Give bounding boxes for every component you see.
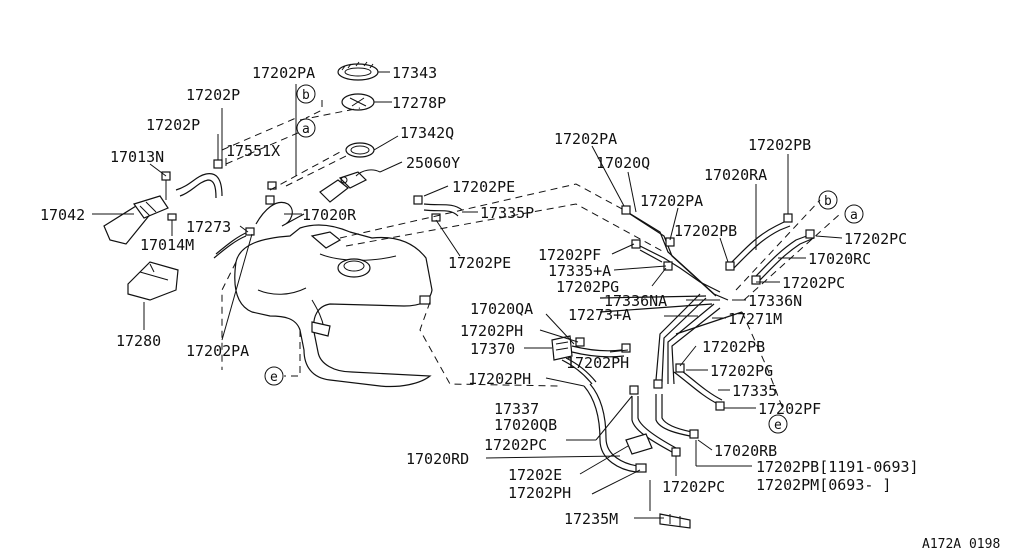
canister-area [551, 335, 631, 385]
label-17202pa-b: 17202PA [186, 342, 249, 360]
label-17551x: 17551X [226, 142, 280, 160]
label-17235m: 17235M [564, 510, 618, 528]
sender-unit [319, 169, 381, 203]
label-17202pb-a: 17202PB [674, 222, 737, 240]
label-17278p: 17278P [392, 94, 446, 112]
label-17202pb-b: 17202PB [748, 136, 811, 154]
label-17202pc-a: 17202PC [844, 230, 907, 248]
marker-e-right-circle [768, 414, 788, 434]
label-17202pb-date: 17202PB[1191-0693] [756, 458, 919, 476]
marker-b-left: b [302, 88, 310, 103]
filler-cap-parts [337, 61, 379, 158]
label-17042: 17042 [40, 206, 85, 224]
marker-b-right: b [824, 194, 832, 209]
label-17202pa-top: 17202PA [252, 64, 315, 82]
label-17336na: 17336NA [604, 292, 667, 310]
hose-17335p [413, 195, 463, 222]
label-17202pf-b: 17202PF [758, 400, 821, 418]
marker-a-left: a [302, 122, 310, 137]
label-17337: 17337 [494, 400, 539, 418]
label-17020r: 17020R [302, 206, 357, 224]
label-17202pf-a: 17202PF [538, 246, 601, 264]
label-17202pa-c: 17202PA [554, 130, 617, 148]
label-17014m: 17014M [140, 236, 194, 254]
label-17280: 17280 [116, 332, 161, 350]
fuel-tank [234, 224, 433, 388]
label-17370: 17370 [470, 340, 515, 358]
label-17020qb: 17020QB [494, 416, 557, 434]
label-17020qa: 17020QA [470, 300, 533, 318]
label-17202pc-c: 17202PC [484, 436, 547, 454]
label-17342q: 17342Q [400, 124, 454, 142]
marker-e-left-circle [264, 366, 284, 386]
label-17336n: 17336N [748, 292, 802, 310]
marker-e-right: e [774, 418, 782, 433]
label-17202p-b: 17202P [146, 116, 200, 134]
long-hose-17020rd [583, 383, 639, 473]
marker-a-left-circle [296, 118, 316, 138]
label-17013n: 17013N [110, 148, 164, 166]
label-17202ph-d: 17202PH [508, 484, 571, 502]
label-17335a: 17335+A [548, 262, 611, 280]
label-17020rb: 17020RB [714, 442, 777, 460]
label-17020ra: 17020RA [704, 166, 767, 184]
leader-lines [92, 71, 843, 519]
marker-b-right-circle [818, 190, 838, 210]
diagram-code: A172A 0198 [922, 537, 1000, 552]
label-17202pa-d: 17202PA [640, 192, 703, 210]
label-17202pc-d: 17202PC [662, 478, 725, 496]
label-17202pm-date: 17202PM[0693- ] [756, 476, 891, 494]
label-17020rc: 17020RC [808, 250, 871, 268]
label-17202pe-a: 17202PE [452, 178, 515, 196]
label-17020rd: 17020RD [406, 450, 469, 468]
label-25060y: 25060Y [406, 154, 460, 172]
reference-markers: b a b a e e [264, 84, 864, 434]
part-labels: 17202PA 17343 17278P 17202P 17202P 17342… [40, 64, 919, 528]
marker-a-right: a [850, 208, 858, 223]
tank-cover [127, 261, 179, 301]
small-hoses-left [175, 159, 305, 259]
label-17202ph-a: 17202PH [460, 322, 523, 340]
label-17202p-a: 17202P [186, 86, 240, 104]
label-17343: 17343 [392, 64, 437, 82]
label-17202ph-c: 17202PH [468, 370, 531, 388]
reference-lines [221, 100, 841, 413]
label-17202e: 17202E [508, 466, 562, 484]
hose-17335 [673, 363, 725, 411]
fuel-pump-assembly [103, 171, 177, 245]
hose-17337 [629, 385, 681, 457]
marker-a-right-circle [844, 204, 864, 224]
label-17202pg-b: 17202PG [710, 362, 773, 380]
filter-parts [625, 433, 691, 529]
marker-b-left-circle [296, 84, 316, 104]
label-17202ph-b: 17202PH [566, 354, 629, 372]
marker-e-left: e [270, 370, 278, 385]
label-17202pe-b: 17202PE [448, 254, 511, 272]
hose-17020rc [751, 229, 815, 285]
label-17273: 17273 [186, 218, 231, 236]
tube-bundle [599, 205, 743, 385]
label-17335p: 17335P [480, 204, 534, 222]
label-17335: 17335 [732, 382, 777, 400]
label-17020q: 17020Q [596, 154, 650, 172]
label-17202pc-b: 17202PC [782, 274, 845, 292]
label-17273a: 17273+A [568, 306, 631, 324]
label-17202pg-a: 17202PG [556, 278, 619, 296]
label-17271m: 17271M [728, 310, 782, 328]
label-17202pb-c: 17202PB [702, 338, 765, 356]
hose-17020rb [653, 379, 699, 439]
